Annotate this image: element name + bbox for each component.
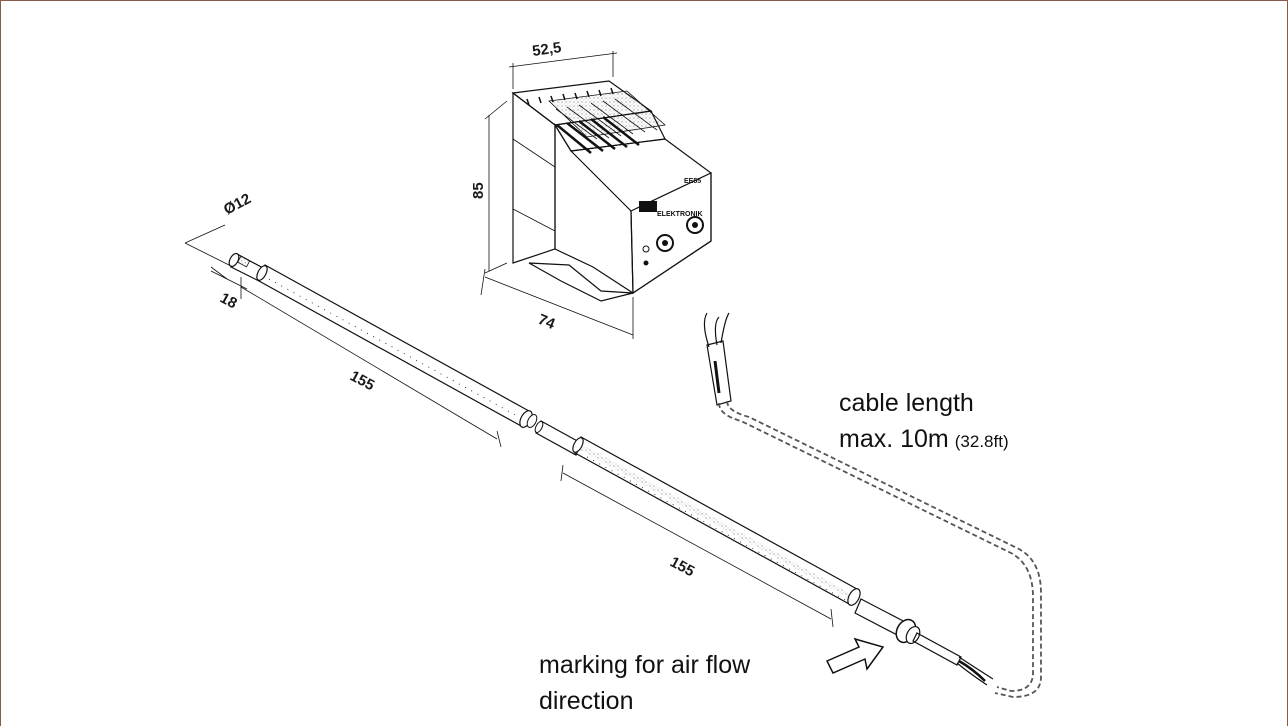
airflow-arrow-icon <box>825 637 885 674</box>
sensor-probe <box>228 252 994 686</box>
airflow-label-line1: marking for air flow <box>539 651 751 679</box>
probe-tube-1 <box>258 264 530 428</box>
brand-text: ELEKTRONIK <box>657 211 703 218</box>
dim-depth: 74 <box>536 311 558 333</box>
cable-length-value: max. 10m <box>839 425 949 453</box>
brand-logo <box>639 201 657 212</box>
cable-length-label-line1: cable length <box>839 389 974 417</box>
dim-diameter: Ø12 <box>221 190 254 218</box>
airflow-label-line2: direction <box>539 687 634 715</box>
status-led-1 <box>642 245 650 253</box>
cable-length-label-line2: max. 10m (32.8ft) <box>839 425 1009 453</box>
cable-length-path <box>718 400 1042 698</box>
dim-width-top: 52,5 <box>531 39 562 60</box>
probe-dimensions <box>184 224 834 628</box>
dim-segment-2: 155 <box>667 554 697 581</box>
model-label: EE55 <box>684 178 701 185</box>
status-led-2 <box>643 260 649 266</box>
terminal-blocks <box>526 87 666 154</box>
cable-wires <box>703 312 732 406</box>
housing-dimensions <box>480 51 634 339</box>
cable-length-unit: (32.8ft) <box>955 432 1009 451</box>
dim-height: 85 <box>470 182 487 199</box>
transmitter-housing: ELEKTRONIK EE55 <box>511 80 712 302</box>
sensor-cable <box>912 632 962 666</box>
dim-segment-1: 155 <box>347 368 377 395</box>
dim-tip-length: 18 <box>217 290 240 313</box>
